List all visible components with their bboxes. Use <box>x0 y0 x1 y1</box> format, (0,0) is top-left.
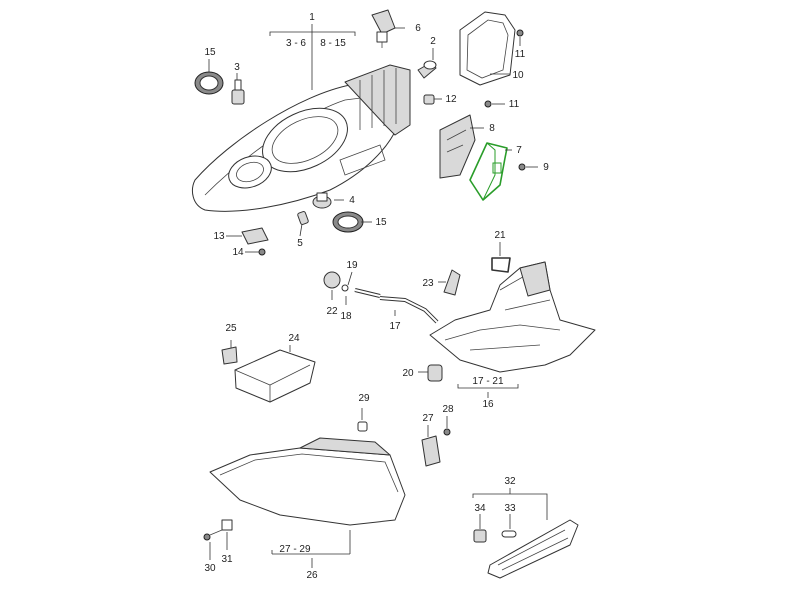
label-5: 5 <box>297 238 303 249</box>
clip-12[interactable] <box>423 94 435 105</box>
label-9: 9 <box>543 162 549 173</box>
label-30: 30 <box>204 563 216 574</box>
bulb-33[interactable] <box>501 530 517 538</box>
bulb-3[interactable] <box>231 79 245 105</box>
label-1-range-a: 3 - 6 <box>286 38 306 49</box>
label-25: 25 <box>225 323 237 334</box>
o-ring-19[interactable] <box>341 284 349 292</box>
label-26-range: 27 - 29 <box>279 544 311 555</box>
clip-21[interactable] <box>491 257 511 273</box>
label-17: 17 <box>389 321 401 332</box>
label-13: 13 <box>213 231 225 242</box>
label-7: 7 <box>516 145 522 156</box>
label-22: 22 <box>326 306 338 317</box>
label-14: 14 <box>232 247 244 258</box>
clip-31[interactable] <box>221 519 233 531</box>
label-20: 20 <box>402 368 414 379</box>
seal-ring-15a[interactable] <box>194 71 224 95</box>
side-marker-32[interactable] <box>487 519 579 579</box>
pad-13[interactable] <box>241 227 269 245</box>
label-28: 28 <box>442 404 454 415</box>
label-18: 18 <box>340 311 352 322</box>
label-34: 34 <box>474 503 486 514</box>
control-unit-7[interactable] <box>469 142 508 201</box>
label-16-range: 17 - 21 <box>472 376 504 387</box>
label-19: 19 <box>346 260 358 271</box>
label-2: 2 <box>430 36 436 47</box>
label-6: 6 <box>415 23 421 34</box>
socket-34[interactable] <box>473 529 487 543</box>
bulb-holder-4[interactable] <box>312 192 332 209</box>
screw-30[interactable] <box>203 529 223 541</box>
plug-22[interactable] <box>323 271 341 289</box>
rear-lamp-26[interactable] <box>209 437 406 526</box>
screw-14[interactable] <box>258 248 266 256</box>
seal-ring-15b[interactable] <box>332 211 364 233</box>
callout-labels: 1 3 - 6 8 - 15 2 3 4 5 6 7 8 9 10 11 11 … <box>204 12 549 581</box>
label-27: 27 <box>422 413 434 424</box>
label-12: 12 <box>445 94 457 105</box>
connector-27[interactable] <box>421 435 441 467</box>
bracket-8[interactable] <box>439 114 476 179</box>
label-33: 33 <box>504 503 516 514</box>
label-11b: 11 <box>509 99 520 110</box>
label-24: 24 <box>288 333 300 344</box>
label-10: 10 <box>512 70 524 81</box>
label-23: 23 <box>422 278 434 289</box>
control-module-24[interactable] <box>234 349 316 403</box>
label-31: 31 <box>221 554 233 565</box>
label-16: 16 <box>482 399 494 410</box>
screw-11b[interactable] <box>484 100 492 108</box>
bulb-2[interactable] <box>417 60 437 79</box>
label-8: 8 <box>489 123 495 134</box>
leader-lines <box>208 24 548 568</box>
connector-18[interactable] <box>354 288 381 298</box>
label-3: 3 <box>234 62 240 73</box>
bulb-5[interactable] <box>297 211 309 225</box>
bracket-25[interactable] <box>221 346 238 365</box>
label-1-range-b: 8 - 15 <box>320 38 346 49</box>
label-32: 32 <box>504 476 516 487</box>
label-4: 4 <box>349 195 355 206</box>
hose-17[interactable] <box>379 296 439 324</box>
bulb-6[interactable] <box>371 9 396 48</box>
screw-28[interactable] <box>443 428 451 436</box>
label-21: 21 <box>494 230 506 241</box>
label-29: 29 <box>358 393 370 404</box>
screw-9[interactable] <box>518 163 526 171</box>
clip-23[interactable] <box>443 269 461 296</box>
screw-11a[interactable] <box>516 29 524 37</box>
headlight-assembly[interactable] <box>192 64 411 212</box>
label-15b: 15 <box>375 217 387 228</box>
label-1: 1 <box>309 12 315 23</box>
label-15a: 15 <box>204 47 216 58</box>
label-11a: 11 <box>515 49 526 60</box>
label-26: 26 <box>306 570 318 581</box>
mounting-bracket-16[interactable] <box>429 261 596 373</box>
grommet-20[interactable] <box>427 364 443 382</box>
plug-29[interactable] <box>357 421 368 432</box>
cover-cap-10[interactable] <box>459 11 516 86</box>
